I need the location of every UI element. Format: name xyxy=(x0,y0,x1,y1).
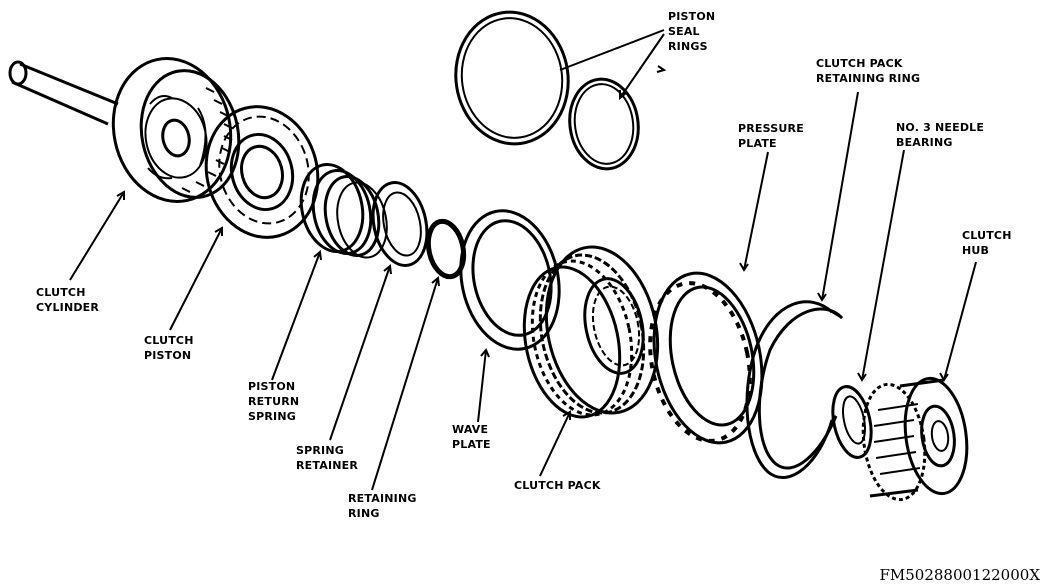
label-piston-seal-rings: PISTON SEAL RINGS xyxy=(668,10,715,53)
clutch-pack xyxy=(522,245,660,419)
leader-lines xyxy=(69,29,977,491)
label-retaining-ring: RETAINING RING xyxy=(348,492,417,520)
label-line: RETAINING xyxy=(348,492,417,505)
spring-retainer xyxy=(371,181,429,267)
label-line: SPRING xyxy=(296,444,344,457)
label-line: PISTON xyxy=(144,349,191,362)
label-clutch-cylinder: CLUTCH CYLINDER xyxy=(36,286,99,314)
label-spring-retainer: SPRING RETAINER xyxy=(296,444,358,472)
pressure-plate xyxy=(648,271,764,445)
label-wave-plate: WAVE PLATE xyxy=(452,423,491,451)
label-line: PLATE xyxy=(452,438,491,451)
piston-return-spring xyxy=(299,163,388,259)
needle-bearing xyxy=(831,385,873,459)
label-line: PRESSURE xyxy=(738,122,804,135)
label-line: CLUTCH xyxy=(144,334,194,347)
label-clutch-pack-retaining-ring: CLUTCH PACK RETAINING RING xyxy=(816,57,920,85)
clutch-pack-retaining-ring xyxy=(745,300,844,479)
clutch-cylinder xyxy=(8,57,241,203)
clutch-hub xyxy=(861,376,969,502)
label-clutch-hub: CLUTCH HUB xyxy=(962,229,1012,257)
label-line: SEAL xyxy=(668,25,700,38)
label-line: PISTON xyxy=(248,380,295,393)
label-pressure-plate: PRESSURE PLATE xyxy=(738,122,804,150)
label-line: CLUTCH PACK xyxy=(816,57,903,70)
label-line: RETURN xyxy=(248,395,299,408)
label-line: CLUTCH PACK xyxy=(514,479,601,492)
label-clutch-pack: CLUTCH PACK xyxy=(514,479,601,492)
label-line: SPRING xyxy=(248,410,296,423)
label-line: RETAINING RING xyxy=(816,72,920,85)
label-piston-return-spring: PISTON RETURN SPRING xyxy=(248,380,299,423)
label-line: CLUTCH xyxy=(36,286,86,299)
label-line: RING xyxy=(348,507,380,520)
clutch-piston xyxy=(204,105,320,239)
label-line: HUB xyxy=(962,244,989,257)
label-line: PLATE xyxy=(738,137,777,150)
figure-code: FM5028800122000X xyxy=(879,566,1040,584)
label-line: CYLINDER xyxy=(36,301,99,314)
label-line: PISTON xyxy=(668,10,715,23)
piston-seal-rings xyxy=(454,10,640,171)
label-line: WAVE xyxy=(452,423,488,436)
label-clutch-piston: CLUTCH PISTON xyxy=(144,334,194,362)
label-line: RINGS xyxy=(668,40,708,53)
label-line: RETAINER xyxy=(296,459,358,472)
label-line: CLUTCH xyxy=(962,229,1012,242)
label-line: NO. 3 NEEDLE xyxy=(896,121,984,134)
label-line: BEARING xyxy=(896,136,953,149)
label-needle-bearing: NO. 3 NEEDLE BEARING xyxy=(896,121,984,149)
